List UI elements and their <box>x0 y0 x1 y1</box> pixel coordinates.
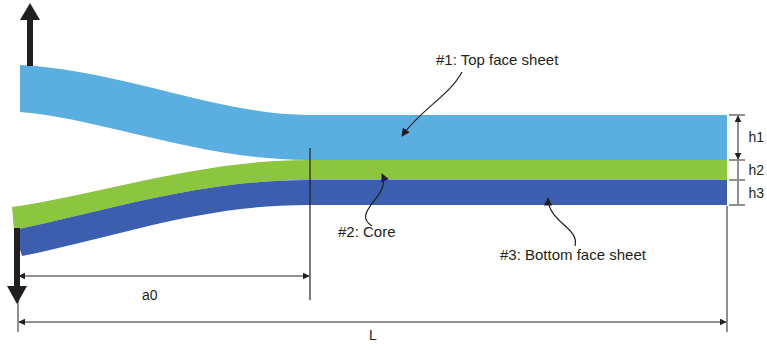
dimension-label: h1 <box>748 130 764 145</box>
load-arrow-head <box>7 286 27 304</box>
dimension-label: a0 <box>142 288 158 303</box>
dimension-label: h3 <box>748 186 764 201</box>
load-arrow-shaft <box>14 228 20 288</box>
thickness-dimension <box>729 115 745 205</box>
leader-line <box>548 198 576 246</box>
crack-tip-line <box>309 148 310 300</box>
top-face-sheet <box>20 65 727 160</box>
extension-line <box>18 262 19 332</box>
leader-line <box>366 174 384 226</box>
bottom-face-sheet <box>14 180 727 256</box>
part-label: #3: Bottom face sheet <box>500 247 646 264</box>
part-label: #2: Core <box>338 224 396 241</box>
dimension-line <box>19 276 309 277</box>
part-label: #1: Top face sheet <box>436 52 558 69</box>
dimension-label: h2 <box>748 163 764 178</box>
dimension-line <box>19 322 726 323</box>
leader-line <box>402 72 462 136</box>
extension-line <box>727 206 728 332</box>
load-arrow-shaft <box>27 18 33 66</box>
dimension-label: L <box>369 328 377 343</box>
load-arrow-head <box>20 3 40 20</box>
